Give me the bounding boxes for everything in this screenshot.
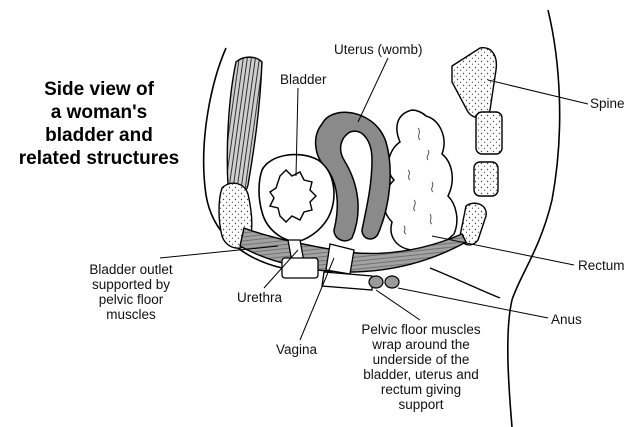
anal-sphincter-left (369, 276, 383, 288)
perineum-block (322, 272, 372, 290)
title-line-2: a woman's (10, 101, 188, 124)
buttock-outline (430, 268, 500, 298)
leader-spine (488, 80, 588, 104)
label-spine: Spine (590, 96, 625, 111)
rectum-bowel (384, 110, 457, 250)
bladder-outlet-line-4: muscles (72, 307, 190, 322)
bladder-outlet-line-2: supported by (72, 277, 190, 292)
label-uterus: Uterus (womb) (334, 42, 423, 57)
vertebra-3 (474, 162, 498, 196)
diagram-title: Side view of a woman's bladder and relat… (10, 78, 188, 170)
label-urethra: Urethra (237, 290, 282, 305)
urethra-opening-block (282, 258, 318, 278)
label-bladder: Bladder (280, 72, 327, 87)
bladder-outlet-line-3: pelvic floor (72, 292, 190, 307)
label-anus: Anus (551, 312, 582, 327)
vertebra-1 (452, 48, 496, 118)
label-vagina: Vagina (276, 342, 317, 357)
label-pelvic-floor: Pelvic floor muscles wrap around the und… (344, 322, 498, 412)
title-line-1: Side view of (10, 78, 188, 101)
title-line-3: bladder and (10, 124, 188, 147)
title-line-4: related structures (10, 147, 188, 170)
leader-pelvic-floor (376, 290, 420, 320)
abdominal-muscle (227, 57, 262, 196)
anal-sphincter-right (385, 276, 399, 288)
body-back-outline (508, 10, 560, 427)
pelvic-floor-line-4: bladder, uterus and (344, 367, 498, 382)
pelvic-floor-line-2: wrap around the (344, 337, 498, 352)
vagina-tube (326, 244, 354, 274)
pelvic-floor-line-3: underside of the (344, 352, 498, 367)
label-rectum: Rectum (578, 258, 625, 273)
label-bladder-outlet: Bladder outlet supported by pelvic floor… (72, 262, 190, 322)
vertebra-2 (476, 112, 502, 154)
pelvic-floor-line-1: Pelvic floor muscles (344, 322, 498, 337)
bladder-outlet-line-1: Bladder outlet (72, 262, 190, 277)
leader-anus (398, 288, 548, 318)
pelvic-floor-line-6: support (344, 397, 498, 412)
pelvic-floor-line-5: rectum giving (344, 382, 498, 397)
leader-rectum (432, 236, 574, 265)
leader-uterus (358, 58, 388, 122)
